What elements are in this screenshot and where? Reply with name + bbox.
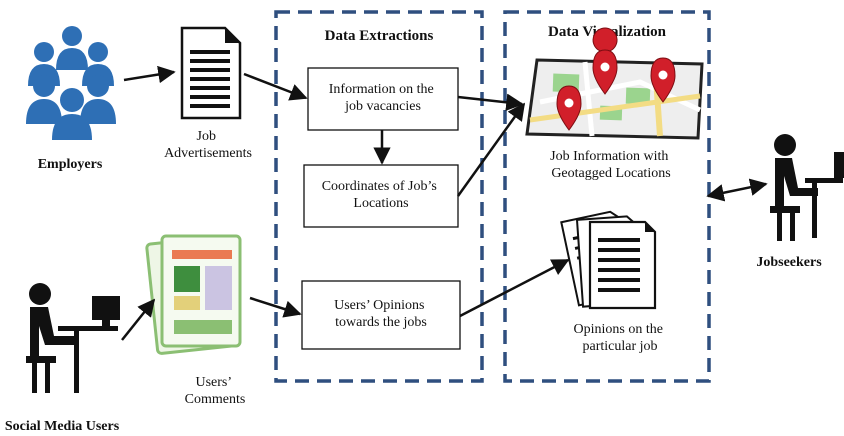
vacancy-info-label: Information on the job vacancies (329, 82, 437, 114)
arrow-user-to-comments (121, 298, 156, 341)
opinions-on-job-label: Opinions on the particular job (574, 322, 667, 354)
document-stack-icon (560, 210, 657, 310)
desk-user-icon (770, 134, 844, 241)
opinions-box (301, 280, 461, 350)
flow-arrows (121, 65, 768, 341)
comments-card-icon (145, 234, 242, 355)
arrow-map-to-jobseeker (706, 178, 768, 202)
document-icon (180, 26, 242, 120)
arrow-coordinates-to-map (456, 102, 526, 197)
geotagged-label: Job Information with Geotagged Locations (550, 149, 672, 181)
social-media-users-label: Social Media Users (5, 419, 120, 434)
coordinates-label: Coordinates of Job’s Locations (322, 179, 441, 211)
arrow-opinions-to-docs (459, 258, 570, 318)
map-pins-icon (525, 27, 704, 140)
arrow-vacancy-to-map (457, 93, 524, 111)
people-group-icon (26, 26, 116, 140)
desk-user-icon (26, 283, 120, 393)
job-advertisements-label: Job Advertisements (164, 129, 252, 161)
vacancy-info-box (307, 67, 459, 131)
opinions-label: Users’ Opinions towards the jobs (334, 298, 428, 330)
data-extractions-title: Data Extractions (325, 28, 434, 44)
jobseekers-label: Jobseekers (756, 255, 822, 270)
employers-label: Employers (38, 157, 103, 172)
arrow-comments-to-opinions (249, 296, 302, 318)
coordinates-box (303, 164, 459, 228)
users-comments-label: Users’ Comments (185, 375, 246, 407)
data-visualization-panel (503, 10, 711, 383)
arrow-employers-to-ads (123, 65, 176, 84)
arrow-ads-to-vacancy (243, 72, 308, 101)
